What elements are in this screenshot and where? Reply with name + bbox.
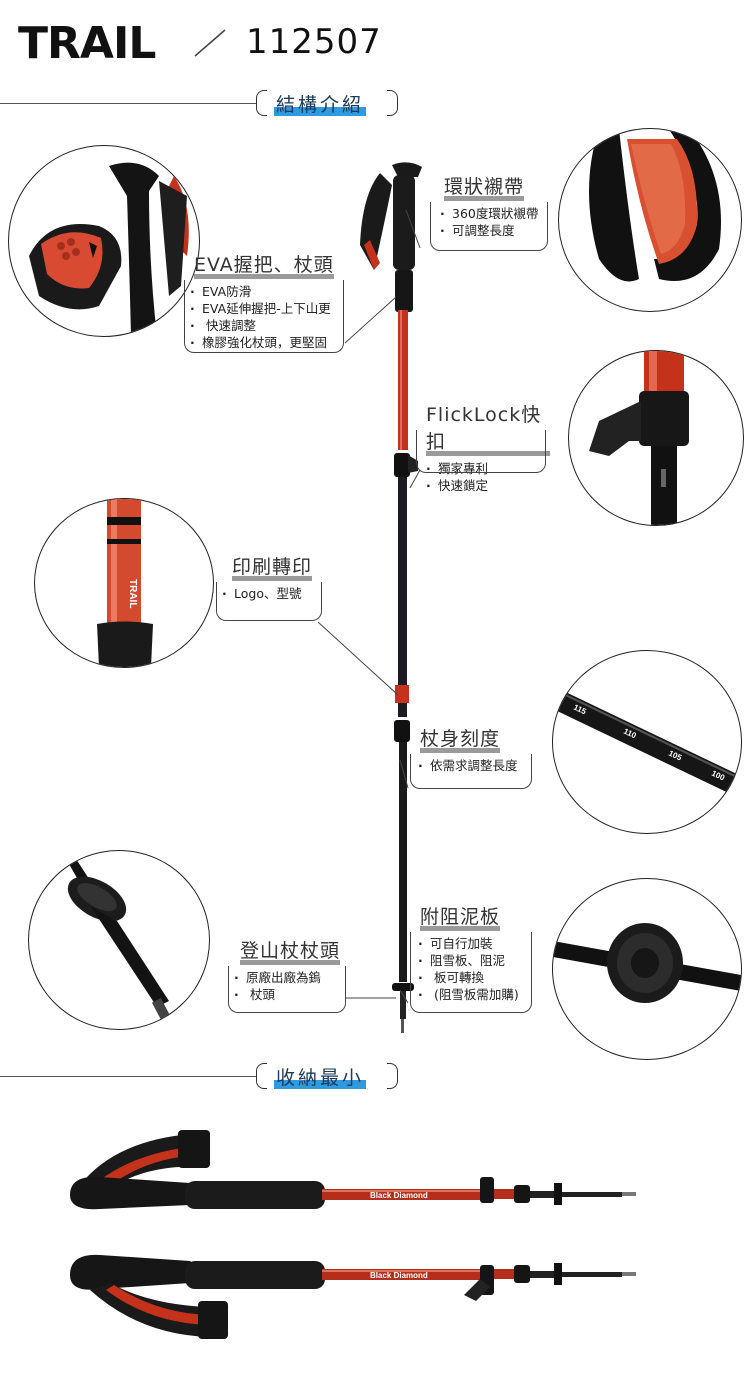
callout-item: 360度環狀襯帶 [438,205,550,222]
callout-grip: EVA握把、杖頭 EVA防滑 EVA延伸握把-上下山更 快速調整 橡膠強化杖頭，… [184,250,346,353]
callout-item: EVA防滑 [188,283,346,300]
shaft-brand-text: Black Diamond [370,1271,428,1280]
callout-item: 可調整長度 [438,222,550,239]
pole-print-text: TRAIL [127,579,138,608]
callout-title: 環狀襯帶 [444,176,525,198]
callout-tip: 登山杖杖頭 原廠出廠為鎢 杖頭 [228,936,348,1013]
brand-title: TRAIL [18,18,156,69]
callout-basket: 附阻泥板 可自行加裝 阻雪板、阻泥 板可轉換 (阻雪板需加購) [410,902,532,1013]
callout-item: 可自行加裝 [416,935,532,952]
callout-title: 杖身刻度 [420,728,501,750]
trekking-pole-image [360,162,422,1033]
callout-item: 快速調整 [188,317,346,334]
bracket-right [387,90,398,116]
callout-title: 附阻泥板 [420,906,501,928]
callout-item: 阻雪板、阻泥 [416,952,532,969]
callout-title: FlickLock快扣 [426,404,542,453]
callout-title: 登山杖杖頭 [240,940,341,962]
callout-strap: 環狀襯帶 360度環狀襯帶 可調整長度 [430,172,550,251]
leader-lines [317,209,421,1004]
callout-item: Logo、型號 [220,585,322,602]
bracket-left [256,90,267,116]
collapsed-pole-image: Black Diamond [70,1130,636,1210]
bracket-right [387,1063,398,1089]
section-divider [0,1076,256,1077]
callout-title: 印刷轉印 [232,556,313,578]
callout-item: (阻雪板需加購) [416,986,532,1003]
section-structure: 結構介紹 [256,90,398,116]
section-divider [0,103,256,104]
tip-detail-circle [28,850,210,1030]
shaft-brand-text: Black Diamond [370,1191,428,1200]
flicklock-detail-circle [568,350,744,526]
scale-detail-circle: 115 110 105 100 [552,650,742,834]
section-title: 結構介紹 [276,94,365,116]
callout-item: 板可轉換 [416,969,532,986]
callout-item: 依需求調整長度 [416,757,532,774]
callout-print: 印刷轉印 Logo、型號 [216,552,322,621]
callout-item: 橡膠強化杖頭，更堅固 [188,334,346,351]
callout-item: 原廠出廠為鎢 [232,969,348,986]
callout-title: EVA握把、杖頭 [194,254,334,276]
callout-item: EVA延伸握把-上下山更 [188,300,346,317]
grip-detail-circle [8,145,200,337]
collapsed-pole-image: Black Diamond [70,1254,636,1339]
model-number: 112507 [246,22,382,62]
callout-flicklock: FlickLock快扣 獨家專利 快速鎖定 [416,400,550,494]
section-title: 收納最小 [276,1067,365,1089]
print-detail-circle: TRAIL [34,498,214,668]
callout-item: 杖頭 [232,986,348,1003]
bracket-left [256,1063,267,1089]
callout-item: 快速鎖定 [424,477,550,494]
strap-detail-circle [558,128,742,312]
slash-divider [194,29,226,57]
basket-detail-circle [552,878,742,1060]
section-storage: 收納最小 [256,1063,398,1089]
callout-scale: 杖身刻度 依需求調整長度 [410,724,532,789]
